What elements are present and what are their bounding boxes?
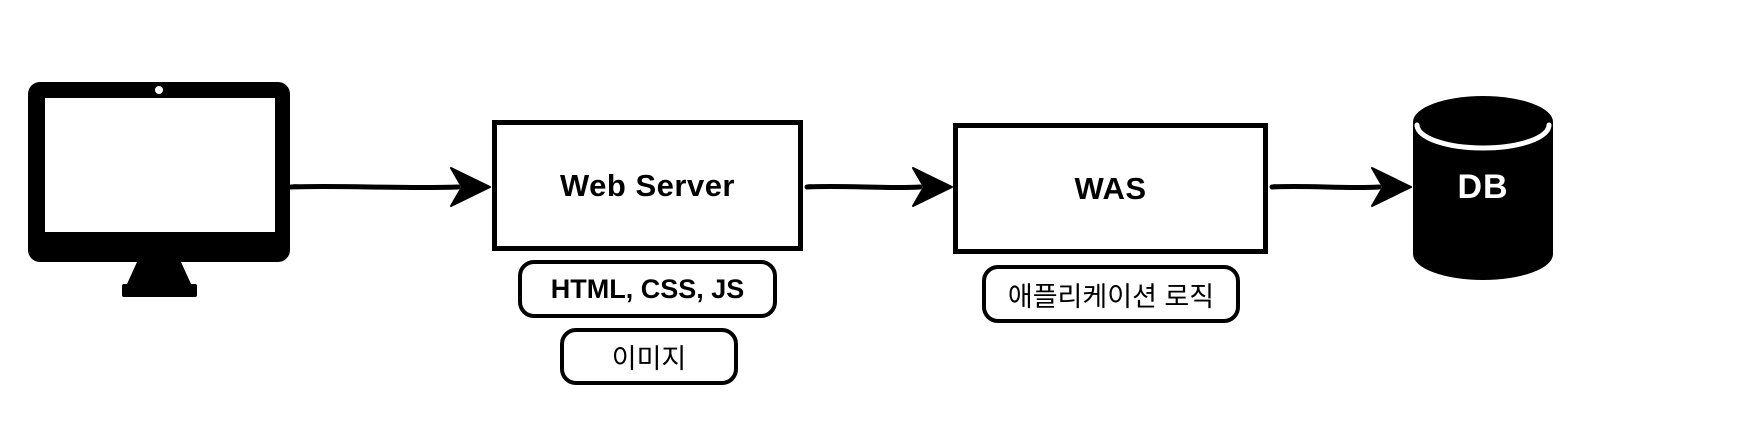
web-server-output-label: 이미지 bbox=[611, 344, 687, 374]
web-server-node: Web Server bbox=[492, 120, 803, 251]
arrow-was-to-db bbox=[1269, 167, 1412, 207]
web-server-output-pill: HTML, CSS, JS bbox=[518, 260, 777, 318]
was-node: WAS bbox=[953, 123, 1268, 254]
web-server-output-pill: 이미지 bbox=[560, 328, 738, 385]
client-monitor-icon bbox=[28, 82, 290, 297]
was-output-label: 애플리케이션 로직 bbox=[1007, 281, 1215, 312]
database-cylinder-icon: DB bbox=[1413, 96, 1553, 280]
arrow-webserver-to-was bbox=[804, 167, 953, 207]
was-label: WAS bbox=[1074, 170, 1147, 206]
web-server-output-label: HTML, CSS, JS bbox=[550, 273, 745, 304]
web-server-label: Web Server bbox=[559, 167, 735, 203]
arrow-client-to-webserver bbox=[288, 167, 491, 207]
db-label: DB bbox=[1457, 168, 1508, 206]
was-output-pill: 애플리케이션 로직 bbox=[982, 265, 1240, 323]
